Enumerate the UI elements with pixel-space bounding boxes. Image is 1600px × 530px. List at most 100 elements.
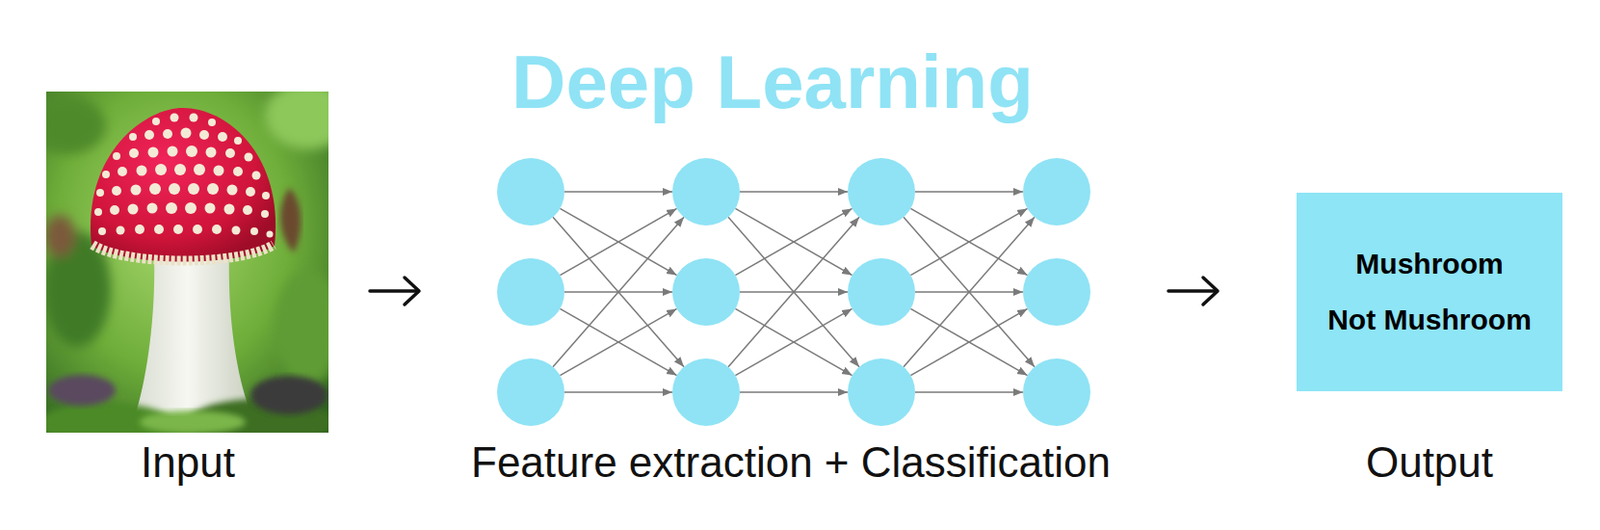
neuron bbox=[672, 157, 740, 226]
flow-arrow bbox=[369, 277, 420, 305]
caption-label: Input bbox=[140, 441, 236, 484]
cap-spot bbox=[185, 145, 198, 158]
network-link bbox=[559, 208, 677, 275]
neuron bbox=[847, 358, 916, 426]
cap-spot bbox=[266, 231, 274, 238]
neuron bbox=[497, 157, 565, 226]
cap-spot bbox=[129, 132, 137, 141]
cap-spot bbox=[149, 183, 161, 195]
cap-spot bbox=[129, 148, 139, 158]
cap-spot bbox=[192, 224, 203, 235]
cap-spot bbox=[242, 205, 253, 215]
side-mushroom bbox=[280, 187, 301, 253]
cap-spot bbox=[252, 171, 262, 181]
cap-spot bbox=[94, 208, 103, 216]
neuron bbox=[497, 358, 565, 426]
cap-spot bbox=[155, 163, 167, 176]
cap-spot bbox=[168, 183, 181, 195]
cap-spot bbox=[227, 184, 238, 196]
cap-spot bbox=[98, 227, 106, 236]
neuron bbox=[847, 157, 916, 226]
cap-spot bbox=[154, 224, 164, 235]
neuron bbox=[672, 258, 740, 326]
network-connections bbox=[728, 191, 860, 393]
flow-arrow bbox=[1168, 277, 1218, 305]
cap-spot bbox=[167, 146, 179, 158]
network-link bbox=[559, 308, 677, 375]
arrow-head bbox=[404, 277, 420, 305]
cap-spot bbox=[147, 203, 158, 214]
network-neurons bbox=[497, 157, 1091, 426]
class-label: Not Mushroom bbox=[1327, 302, 1532, 338]
neuron bbox=[672, 358, 740, 426]
cap-spot bbox=[152, 117, 160, 126]
cap-spot bbox=[181, 128, 192, 139]
class-label: Mushroom bbox=[1355, 246, 1503, 282]
neuron bbox=[1022, 358, 1091, 426]
cap-spot bbox=[116, 226, 126, 236]
cap-spot bbox=[217, 131, 228, 142]
mushroom-photo bbox=[46, 91, 329, 433]
neuron bbox=[847, 258, 916, 326]
cap-rim bbox=[92, 244, 274, 262]
cap-spot bbox=[193, 163, 206, 176]
small-mushroom-blur bbox=[46, 214, 76, 258]
cap-spot bbox=[189, 113, 199, 123]
moss-clump bbox=[139, 410, 246, 433]
cap-spot bbox=[165, 202, 178, 214]
arrow-head bbox=[1203, 277, 1218, 305]
arrow-shaft bbox=[1168, 288, 1217, 293]
leaf-blur bbox=[264, 91, 329, 150]
cap-spot bbox=[173, 224, 184, 235]
neuron bbox=[497, 258, 565, 326]
cap-spot bbox=[170, 113, 180, 123]
caption-label: Feature extraction + Classification bbox=[471, 441, 1111, 484]
cap-spot bbox=[234, 136, 242, 145]
cap-spot bbox=[262, 191, 270, 200]
cap-spot bbox=[128, 204, 139, 215]
neuron bbox=[1022, 157, 1091, 226]
cap-spot bbox=[134, 224, 145, 235]
leaf-blur bbox=[274, 269, 329, 386]
cap-spot bbox=[213, 165, 225, 177]
moss bbox=[46, 374, 329, 433]
cap-spot bbox=[233, 166, 243, 177]
cap-spot bbox=[136, 165, 148, 177]
network-link bbox=[552, 216, 684, 367]
cap-spot bbox=[111, 185, 122, 196]
cap-spot bbox=[211, 224, 222, 235]
network-connections bbox=[552, 191, 684, 393]
cap-spot bbox=[117, 166, 128, 177]
cap-spot bbox=[199, 130, 210, 140]
cap-spot bbox=[184, 202, 197, 214]
cap-spot bbox=[225, 148, 236, 158]
cap-spot bbox=[206, 147, 217, 158]
network-link bbox=[559, 208, 677, 275]
cap-spot bbox=[162, 129, 173, 139]
dark-soil bbox=[48, 374, 116, 406]
cap-spot bbox=[250, 227, 259, 236]
leaf-blur bbox=[46, 96, 106, 155]
network-connections bbox=[903, 191, 1035, 393]
caption-label: Output bbox=[1365, 441, 1494, 484]
cap-spot bbox=[131, 184, 142, 196]
cap-spot bbox=[148, 147, 159, 158]
cap-spot bbox=[187, 183, 200, 195]
cap-spot bbox=[96, 188, 105, 197]
cap-spot bbox=[224, 204, 236, 215]
network-link bbox=[564, 391, 673, 394]
cap-spot bbox=[244, 153, 254, 162]
mushroom-stem bbox=[134, 252, 253, 417]
network-link bbox=[552, 216, 684, 367]
cap-spot bbox=[207, 183, 219, 195]
output-box: MushroomNot Mushroom bbox=[1296, 192, 1563, 392]
cap-spots bbox=[94, 113, 274, 238]
cap-spot bbox=[144, 130, 155, 140]
diagram-title: Deep Learning bbox=[511, 44, 1034, 120]
cap-spot bbox=[232, 226, 241, 236]
cap-spot bbox=[109, 205, 120, 215]
network-link bbox=[559, 308, 677, 375]
cap-spot bbox=[205, 203, 216, 214]
mushroom-cap bbox=[90, 107, 276, 263]
